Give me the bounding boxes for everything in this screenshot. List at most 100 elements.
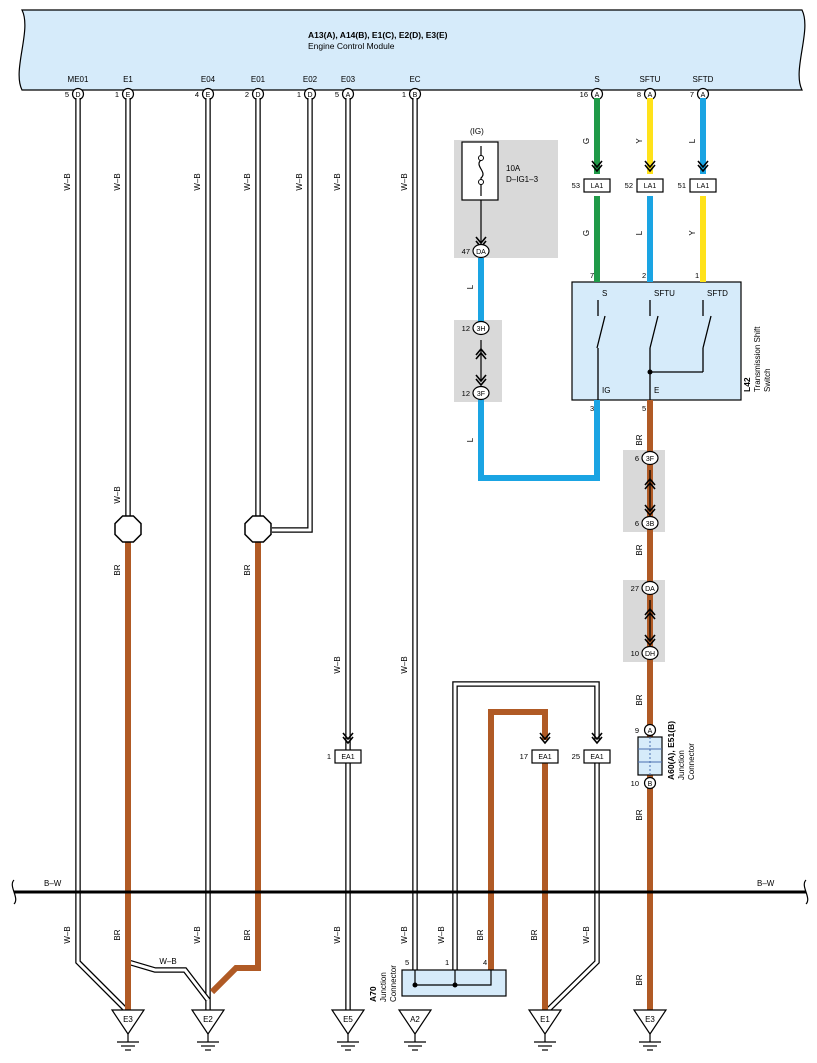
wire-e02 — [272, 98, 312, 532]
wire-color-label: BR — [635, 694, 644, 705]
fuse-terminal — [478, 179, 484, 185]
la1-connector — [689, 178, 717, 193]
ecm-pin-connector-id: E — [206, 92, 211, 99]
wire-br-a70-pin4 — [488, 709, 548, 970]
la1-connector-id: LA1 — [697, 183, 710, 190]
a60-pin-b — [643, 776, 657, 790]
wire-color-label: W–B — [113, 173, 122, 190]
wire-me01 — [75, 98, 128, 1012]
wire-color-label: BR — [530, 929, 539, 940]
junction-3f — [472, 385, 490, 401]
ecm-pin-label: E04 — [201, 75, 216, 84]
junction-3f-br-pin: 6 — [635, 454, 639, 463]
switch-pin-sftd: 1 — [695, 271, 699, 280]
ecm-name: Engine Control Module — [308, 41, 395, 51]
ground-label: E1 — [540, 1015, 550, 1024]
ecm-pin-label: E01 — [251, 75, 266, 84]
ecm-pin-connector-id: A — [346, 92, 351, 99]
ecm-pin-number: 2 — [245, 90, 249, 99]
ecm-pin-label: E1 — [123, 75, 133, 84]
wire-color-label: L — [635, 230, 644, 235]
wire-color-label: W–B — [113, 486, 122, 503]
wire-color-label: W–B — [333, 656, 342, 673]
a70-id: A70 — [368, 986, 378, 1002]
wire-color-label: W–B — [63, 926, 72, 943]
fuse-out-connector-id: DA — [476, 249, 486, 256]
a70-node — [412, 982, 418, 988]
junction-3h-pin: 12 — [462, 324, 470, 333]
la1-connector — [583, 178, 611, 193]
junction-dh-pin: 10 — [631, 649, 639, 658]
wire-color-label: W–B — [333, 173, 342, 190]
wire-color-label: L — [688, 138, 697, 143]
switch-term-ig: IG — [602, 386, 610, 395]
wire-color-label: W–B — [437, 926, 446, 943]
ecm-pin-number: 4 — [195, 90, 199, 99]
junction-3f-pin: 12 — [462, 389, 470, 398]
a60-pin-b-num: 10 — [631, 779, 639, 788]
switch-node — [647, 369, 653, 375]
ecm-pin-label: EC — [409, 75, 420, 84]
a60-pin-a-id: A — [648, 728, 653, 735]
wire-color-label: W–B — [400, 656, 409, 673]
ground-label: E2 — [203, 1015, 213, 1024]
ecm-pin-connector-id: B — [413, 92, 418, 99]
wire-e1-e2-link — [127, 960, 210, 1001]
la1-connector — [636, 178, 664, 193]
ecm-pin-label: E03 — [341, 75, 356, 84]
splice-e1 — [114, 515, 142, 543]
wire-color-label: BR — [635, 544, 644, 555]
ea1-connector-id: EA1 — [341, 754, 354, 761]
junction-3b-pin: 6 — [635, 519, 639, 528]
fuse-rating: 10A — [506, 164, 521, 173]
switch-term-e: E — [654, 386, 659, 395]
wire-color-label: L — [466, 284, 475, 289]
wire-color-label: W–B — [333, 926, 342, 943]
wire-color-label: BR — [113, 929, 122, 940]
a70-connector — [401, 969, 507, 997]
a70-node — [452, 982, 458, 988]
wire-a70-pin1 — [452, 681, 600, 970]
a60-pin-a — [643, 723, 657, 737]
junction-3f-br-id: 3F — [646, 456, 654, 463]
junction-dh-id: DH — [645, 651, 655, 658]
wire-l-ig — [478, 395, 600, 481]
ground-label: E5 — [343, 1015, 353, 1024]
wire-color-label: W–B — [400, 173, 409, 190]
wire-color-label: W–B — [295, 173, 304, 190]
ecm-pin-label: SFTD — [693, 75, 714, 84]
ecm-pin-number: 5 — [335, 90, 339, 99]
ecm-pin-label: S — [594, 75, 599, 84]
fuse-name: D–IG1–3 — [506, 175, 539, 184]
ea1-connector — [583, 749, 611, 764]
switch-pin-e: 5 — [642, 404, 646, 413]
splice-e01 — [244, 515, 272, 543]
a70-pin4: 4 — [483, 958, 487, 967]
a60-grid — [638, 737, 662, 775]
wire-color-label: W–B — [193, 926, 202, 943]
fuse-housing — [461, 141, 499, 201]
junction-da-pin: 27 — [631, 584, 639, 593]
a70-pin1: 1 — [445, 958, 449, 967]
wire-color-label: BR — [635, 809, 644, 820]
wire-me01 — [76, 98, 128, 1012]
wire-a70-pin1 — [453, 682, 599, 970]
ecm-pin-connector-id: D — [307, 92, 312, 99]
wire-ea1-25 — [546, 750, 599, 1012]
junction-3h-id: 3H — [477, 326, 486, 333]
fuse-out-connector-pin: 47 — [462, 247, 470, 256]
label-layer: W–B W–B W–B W–B W–B W–B W–B W–B BR BR W–B W–B W–B BR W… — [63, 138, 697, 986]
wire-color-label: BR — [635, 974, 644, 985]
a70-pin5: 5 — [405, 958, 409, 967]
switch-pin-ig: 3 — [590, 404, 594, 413]
b-w-bus — [11, 879, 809, 905]
ea1-connector-pin: 25 — [572, 752, 580, 761]
ecm-pin-number: 5 — [65, 90, 69, 99]
wire-color-label: W–B — [193, 173, 202, 190]
a60-pin-a-num: 9 — [635, 726, 639, 735]
a60-pin-b-id: B — [648, 781, 653, 788]
wire-color-label: BR — [243, 929, 252, 940]
ecm-pin-number: 1 — [115, 90, 119, 99]
